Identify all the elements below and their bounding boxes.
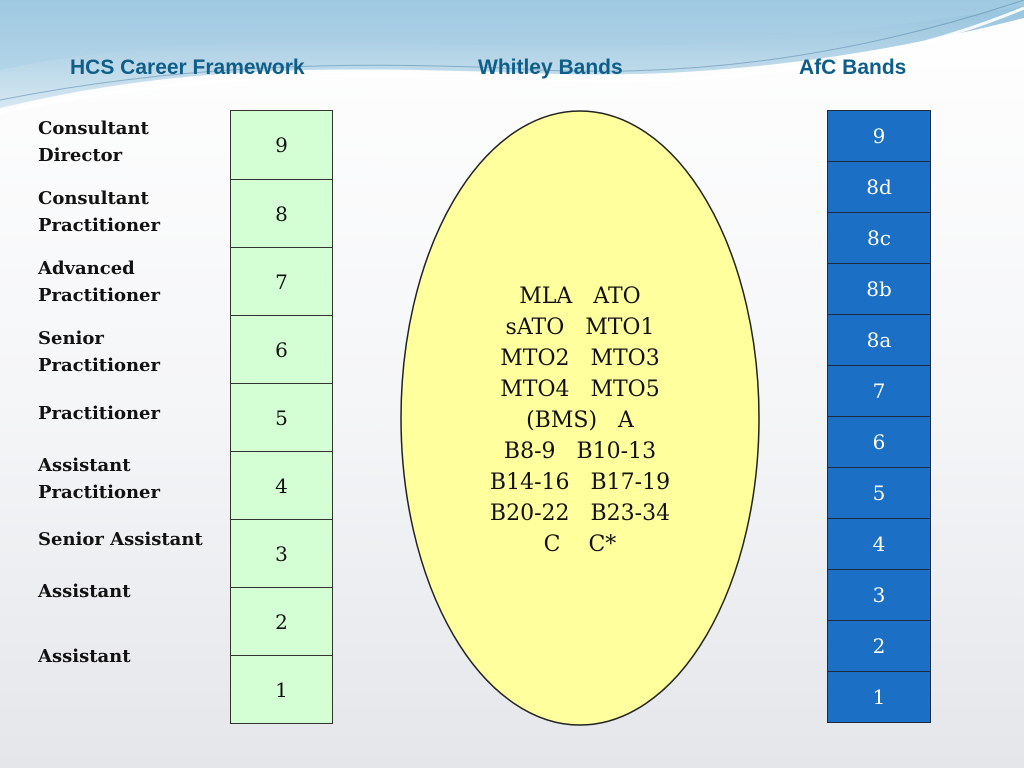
afc-band-box: 3 bbox=[827, 569, 931, 621]
role-label-consultant-director: Consultant Director bbox=[38, 118, 149, 166]
afc-band-box: 1 bbox=[827, 671, 931, 723]
afc-band-box: 4 bbox=[827, 518, 931, 570]
role-label-practitioner: Practitioner bbox=[38, 403, 160, 424]
whitley-bands-ellipse bbox=[400, 110, 760, 726]
hcs-level-box: 9 bbox=[230, 110, 333, 180]
afc-band-box: 2 bbox=[827, 620, 931, 672]
whitley-bands-heading: Whitley Bands bbox=[478, 56, 623, 79]
role-label-senior-practitioner: Senior Practitioner bbox=[38, 328, 160, 376]
whitley-band-line: C C* bbox=[543, 532, 617, 557]
whitley-band-line: MTO4 MTO5 bbox=[500, 377, 660, 402]
role-label-assistant: Assistant bbox=[38, 646, 131, 667]
whitley-band-line: B8-9 B10-13 bbox=[503, 439, 657, 464]
afc-band-box: 8a bbox=[827, 314, 931, 366]
afc-band-box: 5 bbox=[827, 467, 931, 519]
whitley-bands-list: MLA ATO sATO MTO1 MTO2 MTO3 MTO4 MTO5 (B… bbox=[430, 281, 730, 560]
whitley-band-line: sATO MTO1 bbox=[505, 315, 655, 340]
afc-band-box: 7 bbox=[827, 365, 931, 417]
whitley-band-line: MLA ATO bbox=[519, 284, 641, 309]
afc-band-box: 8c bbox=[827, 212, 931, 264]
whitley-band-line: (BMS) A bbox=[526, 408, 634, 433]
whitley-band-line: B20-22 B23-34 bbox=[489, 501, 671, 526]
afc-band-box: 8b bbox=[827, 263, 931, 315]
role-label-assistant: Assistant bbox=[38, 581, 131, 602]
role-label-consultant-practitioner: Consultant Practitioner bbox=[38, 188, 160, 236]
afc-bands-heading: AfC Bands bbox=[799, 56, 907, 79]
afc-band-box: 6 bbox=[827, 416, 931, 468]
whitley-band-line: B14-16 B17-19 bbox=[489, 470, 671, 495]
whitley-ellipse-shape bbox=[400, 110, 760, 726]
hcs-level-box: 7 bbox=[230, 247, 333, 316]
hcs-level-box: 3 bbox=[230, 519, 333, 588]
afc-band-column: 9 8d 8c 8b 8a 7 6 5 4 3 2 1 bbox=[827, 110, 931, 723]
role-label-senior-assistant: Senior Assistant bbox=[38, 529, 203, 550]
role-label-advanced-practitioner: Advanced Practitioner bbox=[38, 258, 160, 306]
hcs-level-column: 9 8 7 6 5 4 3 2 1 bbox=[230, 110, 333, 724]
hcs-level-box: 5 bbox=[230, 383, 333, 452]
afc-band-box: 8d bbox=[827, 161, 931, 213]
hcs-level-box: 2 bbox=[230, 587, 333, 656]
hcs-level-box: 6 bbox=[230, 315, 333, 384]
header-swoosh-decoration bbox=[0, 0, 1024, 114]
hcs-level-box: 4 bbox=[230, 451, 333, 520]
hcs-career-framework-heading: HCS Career Framework bbox=[70, 56, 305, 79]
afc-band-box: 9 bbox=[827, 110, 931, 162]
role-label-assistant-practitioner: Assistant Practitioner bbox=[38, 455, 160, 503]
whitley-band-line: MTO2 MTO3 bbox=[500, 346, 660, 371]
hcs-level-box: 1 bbox=[230, 655, 333, 724]
hcs-level-box: 8 bbox=[230, 179, 333, 248]
